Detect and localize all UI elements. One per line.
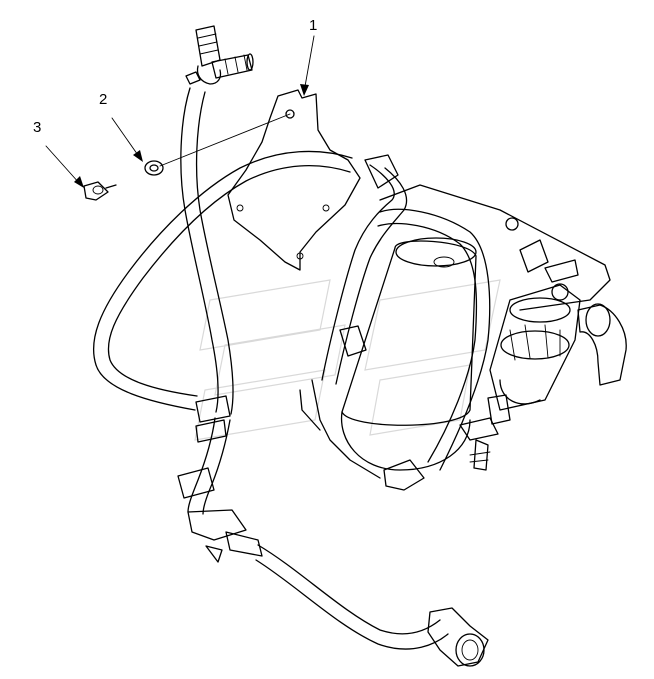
loop-hose bbox=[92, 150, 353, 411]
right-elbow-fitting bbox=[505, 217, 627, 386]
lower-fuel-hose bbox=[255, 544, 489, 667]
t-fitting bbox=[185, 25, 254, 85]
bolt-part-3 bbox=[83, 181, 117, 201]
fuel-filter-housing bbox=[299, 184, 611, 479]
leader-line-3 bbox=[45, 145, 84, 188]
inner-hose bbox=[321, 154, 491, 471]
watermark-logo bbox=[194, 279, 501, 441]
callout-3: 3 bbox=[33, 119, 41, 136]
left-fuel-hose bbox=[180, 87, 234, 515]
hose-clamps bbox=[177, 325, 425, 563]
callout-2: 2 bbox=[99, 91, 107, 108]
water-separator bbox=[459, 284, 581, 471]
callout-1: 1 bbox=[309, 17, 317, 34]
leader-line-1 bbox=[300, 35, 315, 96]
washer-part-2 bbox=[144, 160, 164, 176]
mounting-bracket bbox=[227, 89, 361, 271]
leader-line-2 bbox=[111, 113, 291, 167]
